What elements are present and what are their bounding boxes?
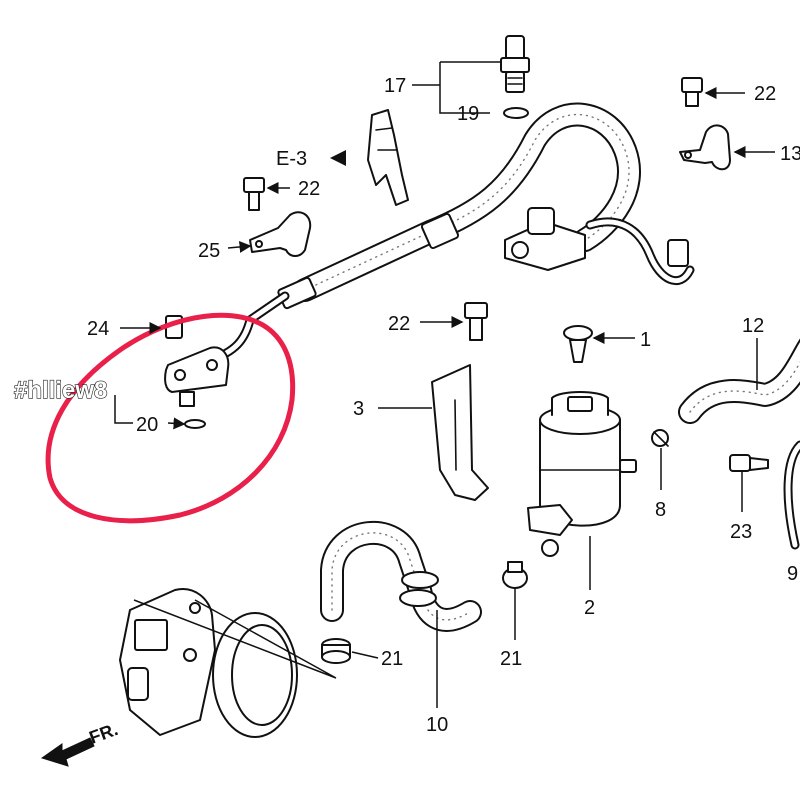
hose-clip-e3 — [367, 109, 409, 206]
reference-e3: E-3 — [276, 148, 307, 170]
callout-21-right: 21 — [500, 648, 522, 670]
hose-clamp-21-left — [321, 638, 351, 664]
callout-2: 2 — [584, 597, 595, 619]
union-bolt-block — [164, 315, 230, 407]
return-pipe-assembly — [504, 207, 695, 286]
bolt-22-top-right — [681, 77, 703, 107]
washer-19 — [503, 107, 529, 119]
callout-25: 25 — [198, 240, 220, 262]
bolt-23 — [729, 454, 769, 472]
high-pressure-hose — [277, 102, 641, 310]
pipe-9 — [783, 440, 800, 550]
reference-arrow-icon — [330, 150, 346, 166]
bracket-3 — [431, 364, 489, 501]
clamp-bracket-13 — [679, 124, 731, 171]
callout-22-left: 22 — [298, 178, 320, 200]
power-steering-pump — [119, 588, 298, 738]
suction-hose-10 — [320, 520, 482, 632]
reservoir-tank-2 — [527, 391, 637, 557]
callout-21-left: 21 — [381, 648, 403, 670]
hose-clamp-8 — [651, 429, 669, 447]
callouts: 17 19 22 13 E-3 22 25 24 20 22 1 12 3 8 … — [87, 75, 800, 736]
callout-1: 1 — [640, 329, 651, 351]
callout-24: 24 — [87, 318, 109, 340]
callout-9: 9 — [787, 563, 798, 585]
direction-label: FR. — [87, 719, 121, 748]
callout-23: 23 — [730, 521, 752, 543]
washer-20 — [184, 419, 206, 429]
pressure-switch — [500, 35, 530, 93]
callout-22-center: 22 — [388, 313, 410, 335]
push-clip-1 — [563, 325, 593, 363]
hose-stay-25 — [249, 211, 312, 257]
callout-22-top-right: 22 — [754, 83, 776, 105]
callout-10: 10 — [426, 714, 448, 736]
front-direction-arrow: FR. — [40, 719, 121, 767]
leader-lines — [114, 61, 775, 708]
callout-13: 13 — [780, 143, 800, 165]
callout-8: 8 — [655, 499, 666, 521]
callout-3: 3 — [353, 398, 364, 420]
hose-clamp-21-right — [502, 561, 528, 589]
callout-17: 17 — [384, 75, 406, 97]
callout-12: 12 — [742, 315, 764, 337]
watermark: #hlliew8 — [14, 377, 107, 404]
bolt-22-center — [464, 302, 488, 341]
return-hose-12 — [678, 338, 800, 424]
highlight-circle — [45, 312, 296, 524]
callout-19: 19 — [457, 103, 479, 125]
callout-20: 20 — [136, 414, 158, 436]
bolt-22-left — [243, 177, 265, 211]
